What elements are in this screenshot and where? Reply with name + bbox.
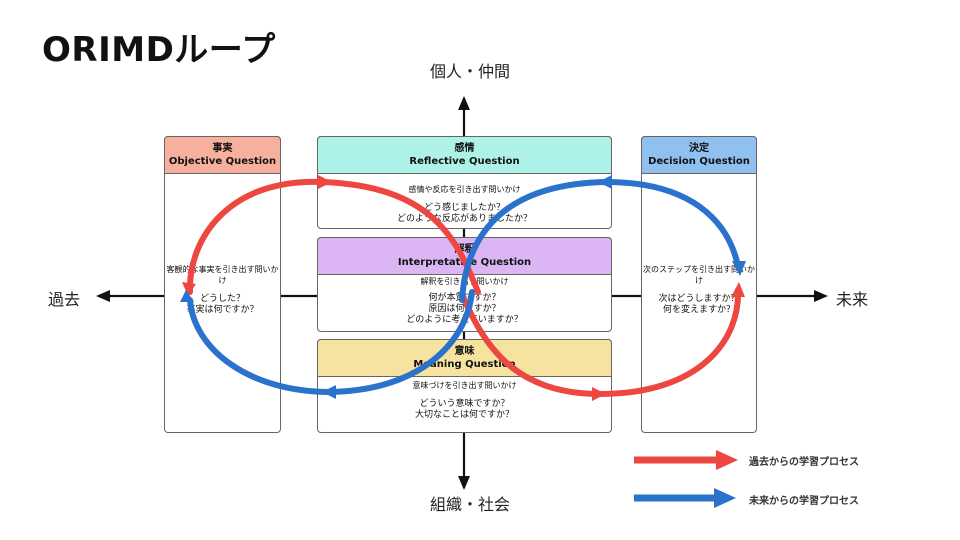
- blue-arrowhead-bottom: [322, 385, 336, 399]
- interpretive-title-jp: 解釈: [454, 244, 475, 255]
- meaning-question: 大切なことは何ですか？: [414, 410, 514, 420]
- meaning-header: 意味 Meaning Question: [317, 339, 612, 377]
- legend-label-future: 未来からの学習プロセス: [749, 496, 859, 507]
- objective-title-jp: 事実: [212, 143, 233, 154]
- blue-loop-upper: [459, 179, 741, 303]
- axis-label-right: 未来: [836, 290, 869, 309]
- reflective-header: 感情 Reflective Question: [317, 136, 612, 174]
- objective-subtitle: 客観的な事実を引き出す問いかけ: [166, 265, 279, 285]
- red-loop-upper: [186, 178, 481, 295]
- decision-question: 次はどうしますか？: [658, 294, 740, 304]
- reflective-title-jp: 感情: [454, 143, 475, 154]
- blue-arrowhead-right: [732, 261, 746, 276]
- legend-blue-arrow: [634, 488, 736, 508]
- decision-title-en: Decision Question: [648, 156, 750, 167]
- blue-arrowhead-left: [180, 290, 194, 302]
- decision-question: 何を変えますか？: [662, 305, 735, 315]
- objective-header: 事実 Objective Question: [164, 136, 281, 174]
- axis-arrow-down: [458, 476, 470, 490]
- interpretive-question: 原因は何ですか？: [428, 304, 501, 314]
- axis-label-top: 個人・仲間: [430, 62, 511, 81]
- objective-question: どうした？: [199, 294, 245, 304]
- objective-title-en: Objective Question: [168, 156, 277, 167]
- axis-label-bottom: 組織・社会: [430, 495, 511, 514]
- reflective-box: 感情 Reflective Question 感情や反応を引き出す問いかけ どう…: [317, 136, 612, 229]
- legend-label-past: 過去からの学習プロセス: [749, 457, 859, 468]
- red-arrowhead-top: [318, 175, 332, 189]
- reflective-subtitle: 感情や反応を引き出す問いかけ: [408, 185, 521, 194]
- page-title: ORIMDループ: [42, 30, 276, 70]
- red-loop-lower: [459, 287, 742, 397]
- reflective-question: どのような反応がありましたか？: [396, 214, 532, 224]
- decision-subtitle: 次のステップを引き出す問いかけ: [643, 265, 755, 285]
- meaning-question: どういう意味ですか？: [419, 399, 510, 409]
- legend-red-arrow: [634, 450, 738, 470]
- decision-title-jp: 決定: [689, 143, 709, 154]
- meaning-title-jp: 意味: [454, 346, 475, 357]
- axis-arrow-right: [814, 290, 828, 302]
- meaning-subtitle: 意味づけを引き出す問いかけ: [412, 381, 517, 390]
- axis-label-left: 過去: [48, 290, 81, 309]
- decision-header: 決定 Decision Question: [641, 136, 757, 174]
- axis-arrow-left: [96, 290, 110, 302]
- meaning-title-en: Meaning Question: [413, 359, 516, 370]
- objective-question: 事実は何ですか？: [186, 305, 259, 315]
- reflective-question: どう感じましたか？: [423, 203, 505, 213]
- blue-arrowhead-top: [598, 175, 612, 189]
- red-arrowhead-bottom: [592, 387, 606, 401]
- red-arrowhead-right: [731, 282, 745, 297]
- blue-loop-lower: [187, 289, 475, 395]
- reflective-title-en: Reflective Question: [409, 156, 520, 167]
- axis-arrow-up: [458, 96, 470, 110]
- red-arrowhead-left: [182, 282, 196, 296]
